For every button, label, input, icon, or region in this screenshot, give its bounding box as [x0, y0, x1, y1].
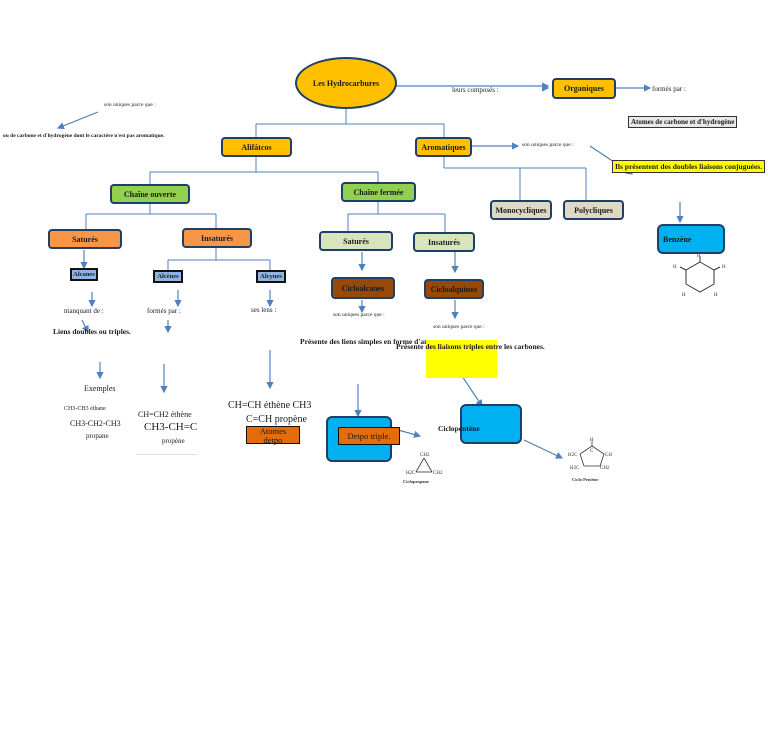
- node-benzene-label: Benzène: [663, 234, 692, 244]
- benzene-h-right: H: [722, 265, 726, 270]
- ex-propyne: C=CH propène: [246, 414, 307, 425]
- cp-caption: Ciclopropane: [403, 479, 429, 484]
- node-satures-closed-label: Saturés: [343, 236, 369, 246]
- label-sont-uniques-ciclo: son uniques parce que :: [333, 312, 385, 318]
- node-insatures-closed: Insaturés: [413, 232, 475, 252]
- cpe-ch2: CH2: [600, 466, 610, 471]
- root-node-hydrocarbures: Les Hydrocarbures: [295, 57, 397, 109]
- ex-ethine: CH=CH éthène CH3: [228, 400, 312, 411]
- node-insatures-closed-label: Insaturés: [427, 237, 460, 247]
- node-alifatcos: Alifátcos: [221, 137, 292, 157]
- label-formes-par-org: formés par :: [652, 85, 686, 93]
- node-organiques-label: Organiques: [563, 84, 604, 93]
- node-alcanes: Alcanes: [70, 268, 98, 281]
- node-organiques: Organiques: [552, 78, 616, 99]
- node-atomes-detpo-label: Atomes detpo: [259, 426, 287, 445]
- benzene-structure-image: H H H H H: [673, 254, 726, 298]
- label-atomes-carbone: Atomes de carbone et d'hydrogène: [628, 116, 738, 128]
- label-sont-uniques-ciclo2: son uniques parce que :: [433, 324, 485, 330]
- node-monocycliques-label: Monocycliques: [495, 205, 547, 215]
- node-cicloalquinos-label: Cicloalquinos: [430, 284, 478, 294]
- cp-ch2-top: CH2: [420, 453, 430, 458]
- label-ses-lens: ses lens :: [251, 306, 277, 314]
- label-sont-uniques-arom: son uniques parce que :: [522, 142, 574, 148]
- highlight-box-triples: [426, 340, 497, 378]
- ex-ethane: CH3-CH3 éthane: [64, 406, 106, 412]
- cpe-ch: CH: [605, 453, 612, 458]
- benzene-h-bottom-left: H: [682, 293, 686, 298]
- node-alifatcos-label: Alifátcos: [241, 142, 272, 152]
- ex-propane-1: CH3-CH2-CH3: [70, 419, 121, 428]
- node-chaine-ouverte: Chaîne ouverte: [110, 184, 190, 204]
- node-polycliques: Polycliques: [563, 200, 624, 220]
- node-insatures-open: Insaturés: [182, 228, 252, 248]
- label-presente-triples: Présente des liaisons triples entre les …: [396, 342, 545, 351]
- node-satures-open: Saturés: [48, 229, 122, 249]
- label-exemples: Exemples: [84, 384, 116, 393]
- ex-propene-2: propène: [162, 437, 185, 445]
- label-left-definition: ou de carbone et d'hydrogène dont le car…: [3, 133, 165, 139]
- label-leurs-composes: leurs composés :: [452, 86, 499, 94]
- node-cicloalquinos: Cicloalquinos: [424, 279, 484, 299]
- cpe-h2c-bottom: H2C: [570, 466, 580, 471]
- cpe-h: H: [590, 438, 594, 443]
- ex-propane-2: propane: [86, 432, 109, 440]
- node-insatures-open-label: Insaturés: [200, 233, 233, 243]
- ciclopentene-structure-image: H C H2C CH H2C CH2 Ciclo Pentène: [568, 438, 612, 482]
- example-alcanes: CH3-CH3 éthane CH3-CH2-CH3 propane: [64, 406, 124, 446]
- cpe-caption: Ciclo Pentène: [572, 477, 598, 482]
- node-detpo-triple: Detpo triple.: [338, 427, 400, 445]
- node-alcenes: Alcènes: [153, 270, 183, 283]
- node-alcynes-label: Alcynes: [260, 273, 282, 280]
- node-aromatiques-label: Aromatiques: [421, 142, 466, 152]
- label-formes-par-alc: formés par :: [147, 307, 181, 315]
- cp-ch2-right: CH2: [433, 471, 443, 476]
- ex-propene-1: CH3-CH=C: [144, 421, 198, 433]
- node-satures-closed: Saturés: [319, 231, 393, 251]
- cpe-h2c-top: H2C: [568, 453, 578, 458]
- ex-ethene: CH=CH2 éthène: [138, 410, 192, 419]
- node-cicloalcanes-label: Cicloalcanes: [341, 283, 385, 293]
- ciclopropane-structure-image: CH2 H2C CH2 Ciclopropane: [403, 453, 443, 484]
- node-detpo-triple-label: Detpo triple.: [347, 431, 391, 441]
- node-cicloalcanes: Cicloalcanes: [331, 277, 395, 299]
- node-chaine-ouverte-label: Chaîne ouverte: [123, 189, 177, 199]
- benzene-h-left: H: [673, 265, 677, 270]
- example-alcynes: CH=CH éthène CH3 C=CH propène: [226, 400, 316, 440]
- label-liens-doubles: Liens doubles ou triples.: [53, 327, 131, 336]
- node-alcynes: Alcynes: [256, 270, 286, 283]
- label-doubles-conjuguees: Ils présentent des doubles liaisons conj…: [612, 160, 766, 173]
- node-monocycliques: Monocycliques: [490, 200, 552, 220]
- node-alcenes-label: Alcènes: [157, 273, 179, 280]
- node-ciclopentene-box: [460, 404, 522, 444]
- label-presente-simples: Présente des liens simples en forme d'an…: [300, 337, 446, 346]
- cp-h2c: H2C: [406, 471, 416, 476]
- label-sont-uniques-left: son uniques parce que :: [104, 102, 156, 108]
- node-chaine-fermee-label: Chaîne fermée: [353, 187, 404, 197]
- node-atomes-detpo: Atomes detpo: [246, 426, 300, 445]
- node-satures-open-label: Saturés: [72, 234, 98, 244]
- node-alcanes-label: Alcanes: [73, 271, 95, 278]
- label-ciclopentene: Ciclopentène: [438, 424, 480, 433]
- benzene-h-top: H: [697, 254, 701, 259]
- root-label: Les Hydrocarbures: [312, 78, 380, 88]
- node-polycliques-label: Polycliques: [574, 205, 613, 215]
- node-aromatiques: Aromatiques: [415, 137, 472, 157]
- cpe-c: C: [590, 449, 594, 454]
- node-benzene: Benzène: [657, 224, 725, 254]
- example-alcenes: CH=CH2 éthène CH3-CH=C propène: [136, 410, 198, 455]
- label-manquant-de: manquant de :: [64, 307, 104, 315]
- node-chaine-fermee: Chaîne fermée: [341, 182, 416, 202]
- benzene-h-bottom-right: H: [714, 293, 718, 298]
